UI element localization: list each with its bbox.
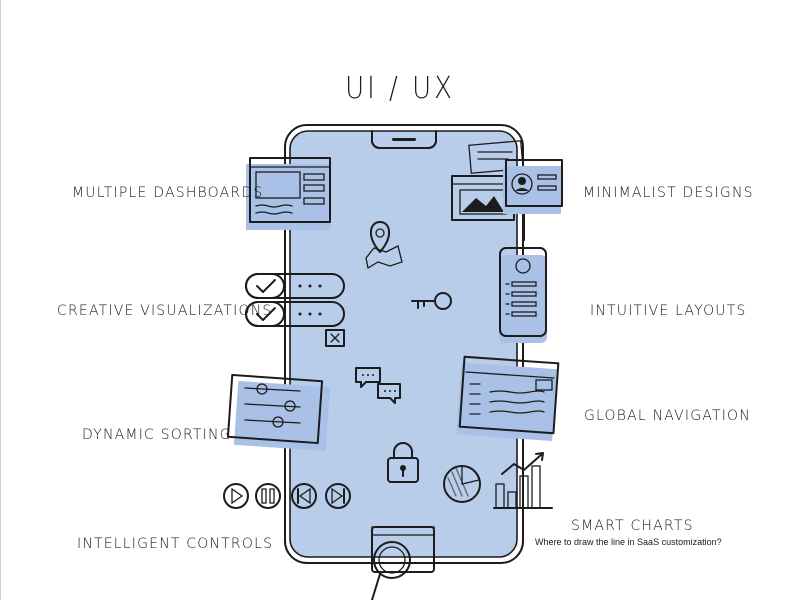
label-global-navigation: GLOBAL NAVIGATION [584,408,751,424]
close-box-icon [325,329,345,347]
label-creative-visualizations: CREATIVE VISUALIZATIONS [57,303,273,319]
bar-chart-icon [493,452,553,509]
key-icon [411,292,452,310]
dashboard-window-icon [246,157,331,230]
play-icon [223,483,249,509]
label-smart-charts: SMART CHARTS [571,518,694,534]
caption-text: Where to draw the line in SaaS customiza… [535,537,722,547]
label-multiple-dashboards: MULTIPLE DASHBOARDS [72,185,264,201]
mobile-layout-icon [499,247,547,343]
pie-chart-icon [443,465,481,503]
padlock-icon [387,442,419,483]
pause-icon [255,483,281,509]
browser-window-icon [456,355,560,442]
label-minimalist-designs: MINIMALIST DESIGNS [583,185,754,201]
label-intelligent-controls: INTELLIGENT CONTROLS [77,536,274,552]
skip-forward-icon [325,483,351,509]
page-border [0,0,1,600]
slider-panel-icon [226,373,331,452]
magnifier-icon [371,526,435,600]
label-intuitive-layouts: INTUITIVE LAYOUTS [590,303,747,319]
label-dynamic-sorting: DYNAMIC SORTING [82,427,232,443]
location-pin-icon [365,221,403,270]
skip-back-icon [291,483,317,509]
toggle-check-icon [245,273,345,327]
profile-card-icon [503,159,563,214]
chat-bubbles-icon [355,367,401,404]
page-title: UI / UX [345,71,455,107]
